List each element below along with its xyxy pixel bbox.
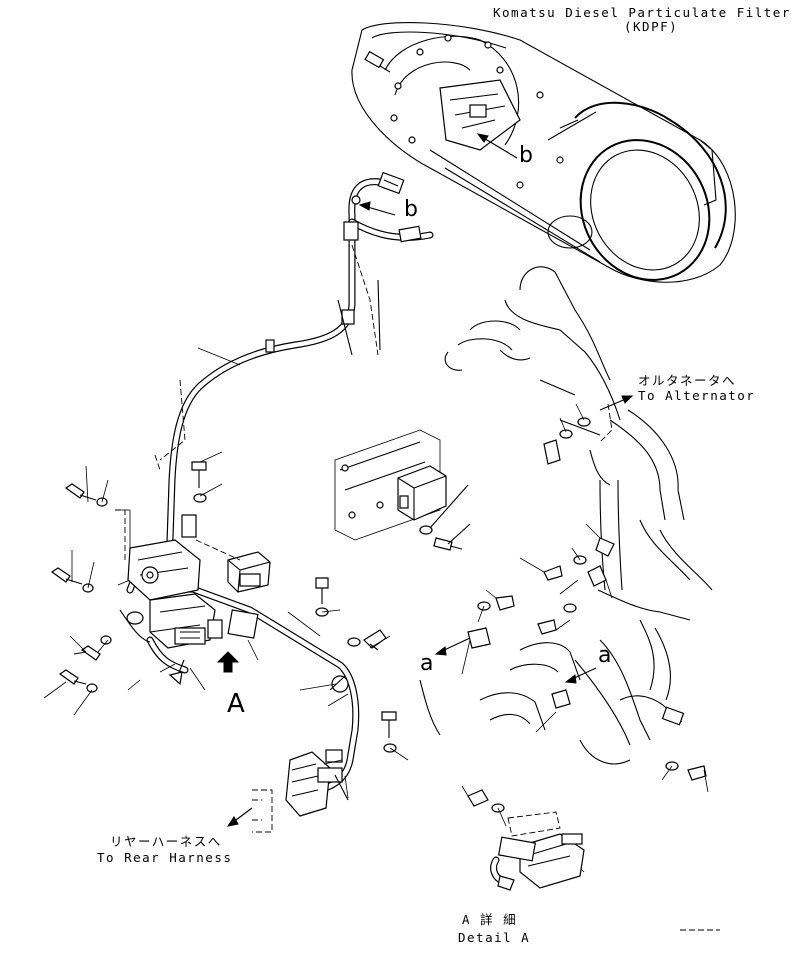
ref-b-lower: b: [404, 197, 418, 222]
leader-arrow-icon: [564, 674, 577, 684]
left-bracket-assembly: [117, 509, 259, 686]
kdpf-abbr: (KDPF): [624, 19, 679, 34]
to-alternator-en: To Alternator: [638, 388, 756, 403]
to-rear-harness-jp: リヤーハーネスへ: [110, 834, 222, 849]
ref-a-left: a: [420, 651, 434, 676]
piping-right: [419, 266, 713, 765]
kdpf-filter-body: [351, 22, 736, 283]
detail-a-view: [490, 811, 585, 891]
leader-line: [447, 523, 471, 545]
leader-arrow-icon: [434, 646, 447, 656]
leader-lines: [43, 347, 709, 873]
leader-arrow-icon: [476, 133, 489, 143]
leader-line: [429, 484, 469, 529]
leader-line: [481, 136, 518, 159]
ref-b-upper: b: [519, 143, 533, 168]
rear-harness-connector: [285, 675, 349, 817]
controller-unit: [334, 429, 447, 541]
to-rear-harness-en: To Rear Harness: [97, 850, 233, 865]
leader-arrow-icon: [226, 816, 239, 827]
bold-up-arrow-icon: [216, 651, 240, 673]
main-wire-harness: [126, 178, 434, 794]
kdpf-title: Komatsu Diesel Particulate Filter: [493, 5, 791, 20]
detail-a-en: Detail A: [458, 930, 531, 945]
ref-a-right: a: [598, 643, 612, 668]
leader-arrow-icon: [621, 395, 634, 404]
detail-a-jp: A 詳 細: [462, 912, 518, 927]
leader-arrow-icon: [358, 201, 371, 211]
to-alternator-jp: オルタネータへ: [638, 373, 737, 388]
view-a-label: A: [227, 689, 245, 719]
